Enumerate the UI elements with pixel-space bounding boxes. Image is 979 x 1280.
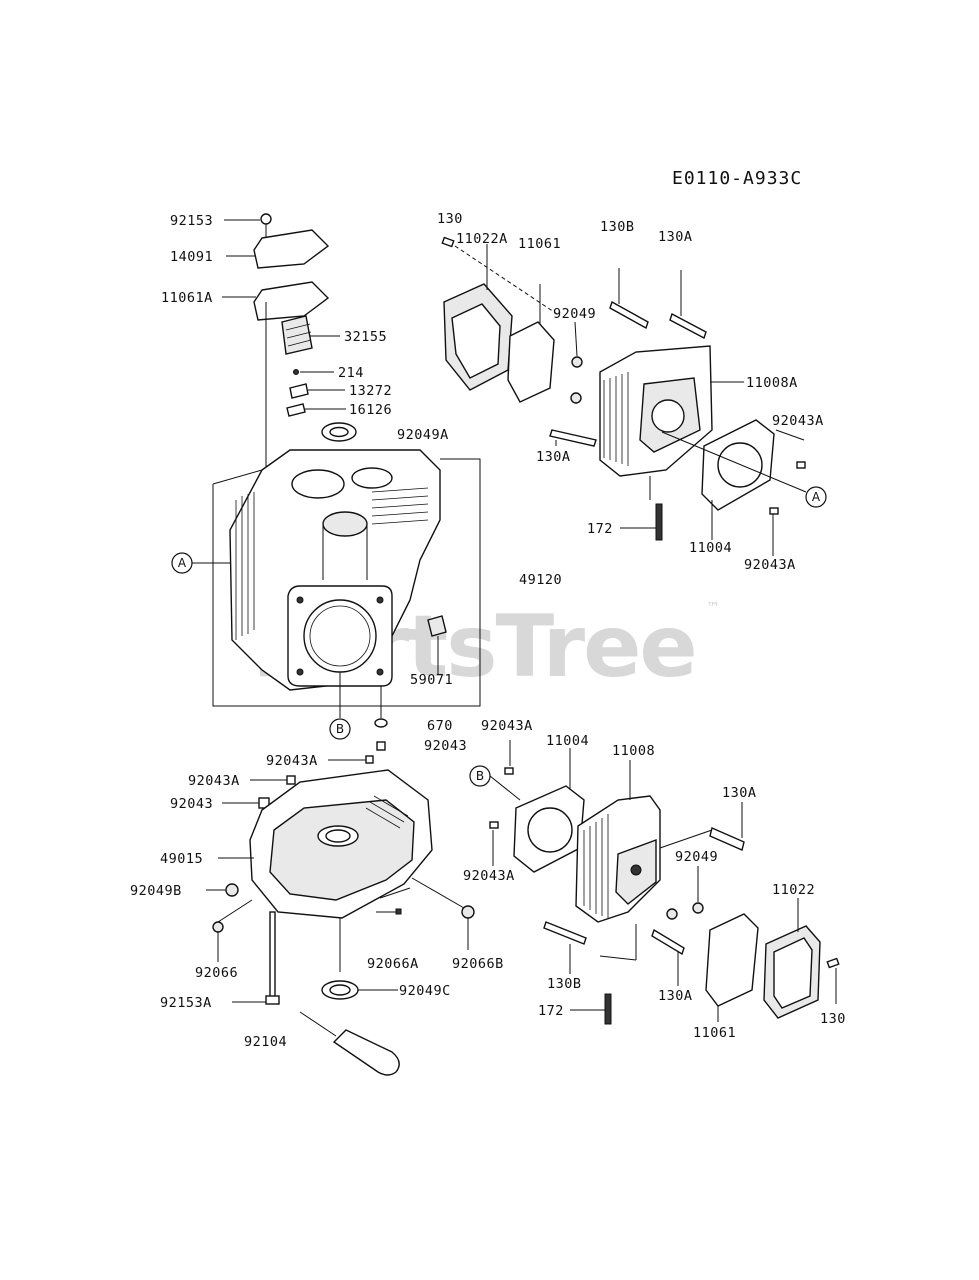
label-92104: 92104: [244, 1034, 287, 1050]
label-92043A-d: 92043A: [463, 868, 515, 884]
label-16126: 16126: [349, 402, 392, 418]
label-92153A: 92153A: [160, 995, 212, 1011]
label-92049C: 92049C: [399, 983, 451, 999]
label-11008A: 11008A: [746, 375, 798, 391]
cylinder-head-2-assembly: [489, 740, 840, 1025]
bolt-92153A-part: [269, 911, 276, 1001]
svg-text:B: B: [476, 769, 484, 783]
bolt-130A-lower-part: [549, 429, 597, 447]
bolt-92153-part: [260, 213, 272, 225]
label-11004-top: 11004: [689, 540, 732, 556]
diagram-code: E0110-A933C: [672, 168, 802, 189]
nut-92049-lower-part: [692, 902, 704, 914]
label-92043A-c: 92043A: [481, 718, 533, 734]
label-172-top: 172: [587, 521, 613, 537]
label-92043-left: 92043: [170, 796, 213, 812]
gasket-11061-part: [507, 321, 555, 403]
bolt-130B-part: [609, 300, 649, 330]
cover-14091-part: [253, 229, 330, 269]
label-59071: 59071: [410, 672, 453, 688]
label-13272: 13272: [349, 383, 392, 399]
svg-text:A: A: [178, 556, 187, 570]
seal-92049B-part: [225, 883, 239, 897]
sealant-tube-92104-part: [332, 1029, 400, 1076]
label-92043A-b: 92043A: [188, 773, 240, 789]
bolt-130A-right-part: [709, 827, 745, 851]
label-130-bottom: 130: [820, 1011, 846, 1027]
label-32155: 32155: [344, 329, 387, 345]
screw-214-part: [293, 369, 299, 375]
label-49015: 49015: [160, 851, 203, 867]
crankcase-cover-assembly: [206, 741, 475, 1076]
label-92043A-a: 92043A: [266, 753, 318, 769]
plug-92066-part: [212, 921, 224, 933]
gasket-11061-lower-part: [705, 913, 759, 1007]
label-92153: 92153: [170, 213, 213, 229]
label-92049-top: 92049: [553, 306, 596, 322]
label-92066: 92066: [195, 965, 238, 981]
label-11004-bottom: 11004: [546, 733, 589, 749]
dowel-92043-part: [376, 741, 386, 751]
bolt-130-lower-part: [826, 957, 840, 969]
svg-text:A: A: [812, 490, 821, 504]
stud-172-lower-part: [604, 993, 612, 1025]
label-11061A: 11061A: [161, 290, 213, 306]
svg-text:B: B: [336, 722, 344, 736]
callout-B-right: B: [469, 765, 491, 787]
label-130A-bottom: 130A: [658, 988, 693, 1004]
dowel-92043A-lower-part: [504, 767, 514, 775]
label-670: 670: [427, 718, 453, 734]
label-130B-top: 130B: [600, 219, 635, 235]
callout-A-right: A: [805, 486, 827, 508]
bolt-130A-part: [669, 312, 707, 340]
stud-172-part: [655, 503, 663, 541]
label-11022: 11022: [772, 882, 815, 898]
breather-59071-part: [427, 615, 447, 637]
callout-B-left: B: [329, 718, 351, 740]
nut-92049-part: [571, 356, 583, 368]
label-214: 214: [338, 365, 364, 381]
label-92049B: 92049B: [130, 883, 182, 899]
cylinder-head-1-assembly: [441, 236, 807, 556]
label-11061-top: 11061: [518, 236, 561, 252]
label-130A-mid: 130A: [536, 449, 571, 465]
label-92066A: 92066A: [367, 956, 419, 972]
reed-valve-32155-part: [281, 315, 313, 355]
plate-13272-part: [289, 383, 309, 399]
label-92043A-right: 92043A: [744, 557, 796, 573]
label-130A-top: 130A: [658, 229, 693, 245]
plate-16126-part: [286, 403, 306, 417]
label-11008: 11008: [612, 743, 655, 759]
gasket-11061A-part: [253, 281, 330, 321]
washer-670-part: [374, 718, 388, 728]
callout-A-left: A: [171, 552, 193, 574]
label-49120: 49120: [519, 572, 562, 588]
label-11061-bottom: 11061: [693, 1025, 736, 1041]
label-92043A-top: 92043A: [772, 413, 824, 429]
label-92049-bottom: 92049: [675, 849, 718, 865]
trademark-symbol: ™: [706, 600, 720, 616]
part-labels: 92153 14091 11061A 32155 214 13272 16126…: [130, 211, 846, 1050]
bolt-130B-lower-part: [543, 921, 587, 945]
label-172-bottom: 172: [538, 1003, 564, 1019]
label-130B-bottom: 130B: [547, 976, 582, 992]
label-92043-mid: 92043: [424, 738, 467, 754]
label-130-top: 130: [437, 211, 463, 227]
label-14091: 14091: [170, 249, 213, 265]
label-92066B: 92066B: [452, 956, 504, 972]
label-11022A: 11022A: [456, 231, 508, 247]
dowel-92043A-part: [796, 461, 806, 469]
label-130A-right: 130A: [722, 785, 757, 801]
label-92049A: 92049A: [397, 427, 449, 443]
crankcase-assembly: [192, 213, 481, 728]
